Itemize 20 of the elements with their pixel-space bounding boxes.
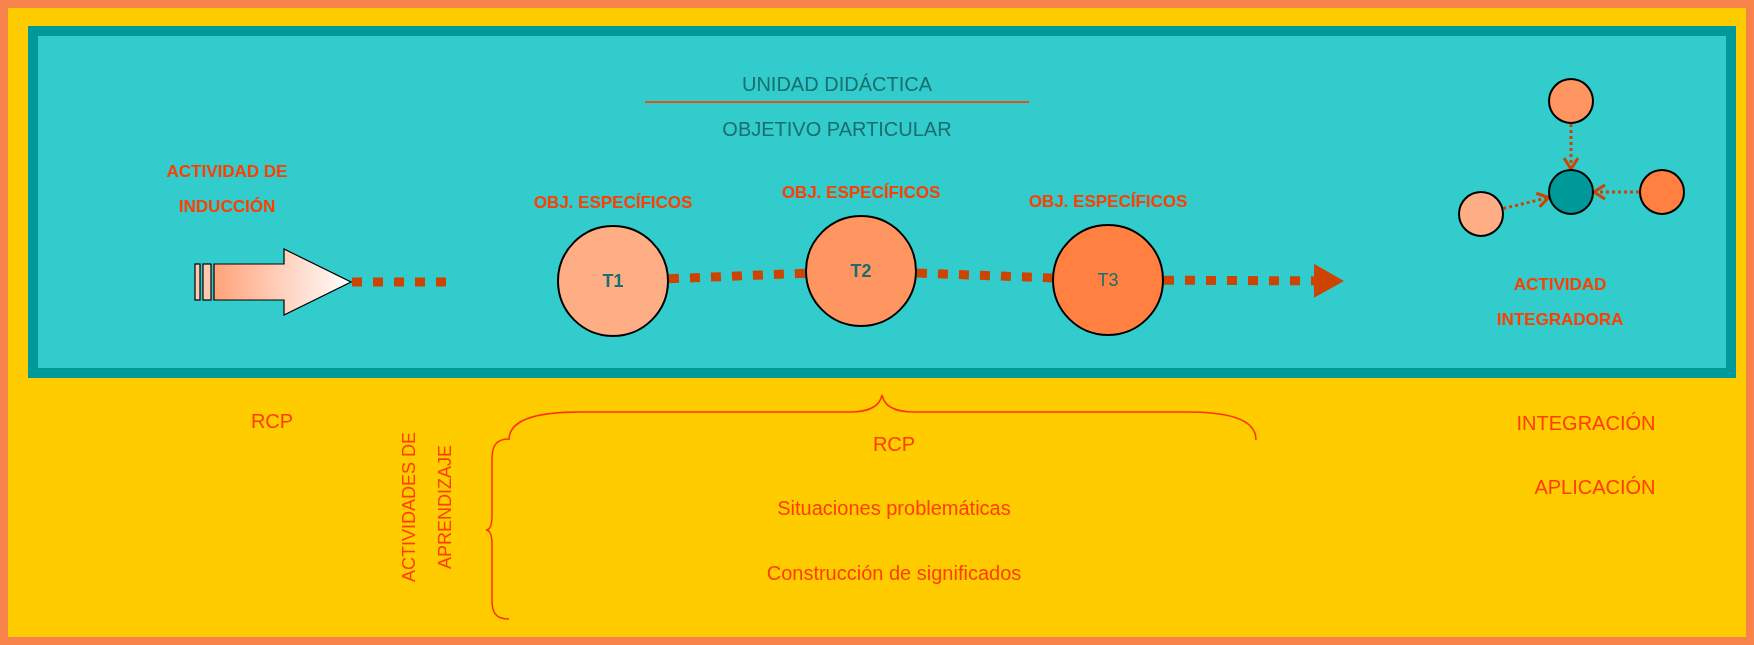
text-label: RCP	[249, 409, 295, 434]
objective-heading: OBJ. ESPECÍFICOS	[1028, 191, 1188, 213]
dotted-arrow	[1592, 183, 1639, 201]
text-label: Situaciones problemáticas	[776, 496, 1012, 521]
dotted-arrow	[1164, 263, 1344, 298]
unit-panel	[28, 26, 1736, 378]
subtitle-text: OBJETIVO PARTICULAR	[722, 117, 952, 142]
dotted-arrow	[1562, 124, 1580, 171]
text-label: RCP	[871, 432, 917, 457]
dotted-arrow	[1503, 191, 1551, 210]
objective-heading: OBJ. ESPECÍFICOS	[533, 192, 693, 214]
activity-caption: ACTIVIDAD INTEGRADORA	[1495, 274, 1625, 331]
block-arrow	[194, 248, 352, 316]
text-label: INTEGRACIÓN	[1515, 411, 1657, 436]
title-text: UNIDAD DIDÁCTICA	[742, 72, 932, 97]
vertical-label: ACTIVIDADES DE APRENDIZAJE	[398, 431, 456, 584]
objective-heading: OBJ. ESPECÍFICOS	[781, 182, 941, 204]
text-label: APLICACIÓN	[1533, 475, 1657, 500]
activity-caption: ACTIVIDAD DE INDUCCIÓN	[165, 161, 289, 218]
text-label: Construcción de significados	[765, 561, 1023, 586]
